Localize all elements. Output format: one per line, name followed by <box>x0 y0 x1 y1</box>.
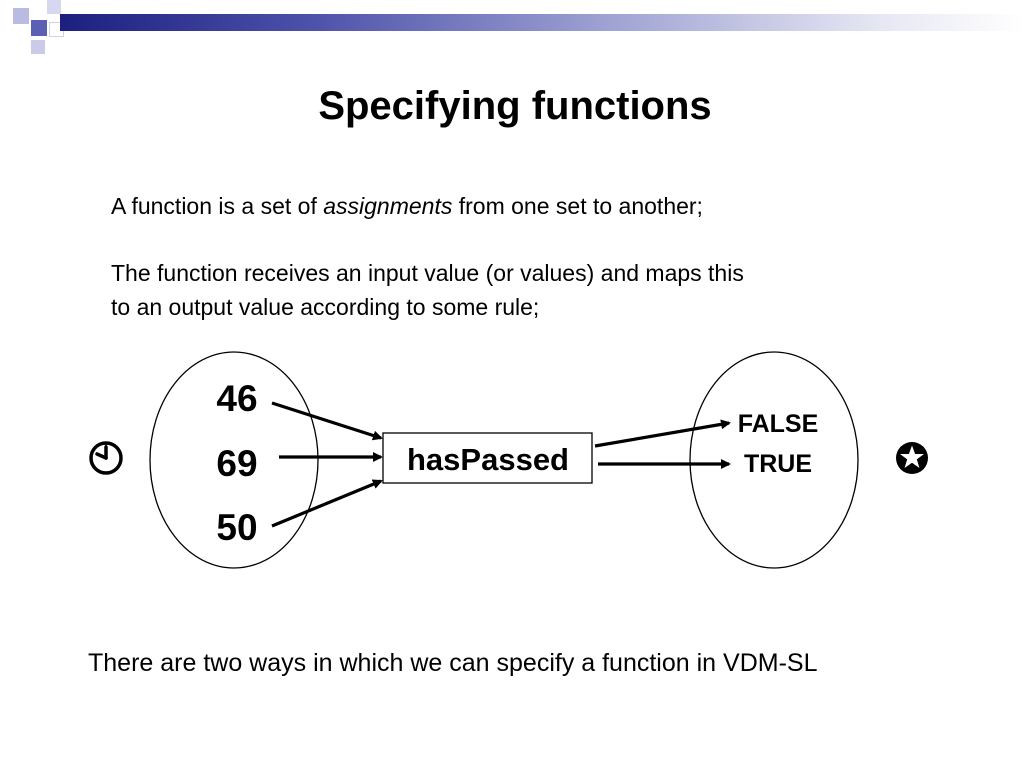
input-arrow <box>271 479 383 528</box>
definition-text-start: A function is a set of <box>111 193 324 219</box>
input-value: 69 <box>216 443 257 484</box>
slide-title: Specifying functions <box>318 84 712 128</box>
output-arrow <box>594 419 731 448</box>
function-name: hasPassed <box>407 442 569 477</box>
header-decoration <box>0 0 1024 64</box>
output-value: TRUE <box>744 450 812 478</box>
clock-icon <box>89 441 123 475</box>
definition-emphasis: assignments <box>323 193 453 219</box>
range-set-ellipse <box>689 351 859 569</box>
output-value: FALSE <box>738 410 819 438</box>
input-value: 50 <box>216 507 257 548</box>
header-gradient-bar <box>60 14 1024 31</box>
footer-note: There are two ways in which we can speci… <box>88 649 818 677</box>
mapping-line-1: The function receives an input value (or… <box>111 260 744 286</box>
input-value: 46 <box>216 378 257 419</box>
definition-paragraph: A function is a set of assignments from … <box>111 189 931 223</box>
deco-square <box>31 20 47 36</box>
function-box <box>382 432 593 484</box>
deco-square <box>31 40 45 54</box>
input-arrow <box>271 401 383 441</box>
deco-square <box>13 8 29 24</box>
domain-set-ellipse <box>149 351 319 569</box>
deco-square <box>47 0 61 14</box>
mapping-line-2: to an output value according to some rul… <box>111 294 540 320</box>
star-icon <box>896 442 928 474</box>
definition-text-end: from one set to another; <box>452 193 703 219</box>
mapping-paragraph: The function receives an input value (or… <box>111 256 931 324</box>
